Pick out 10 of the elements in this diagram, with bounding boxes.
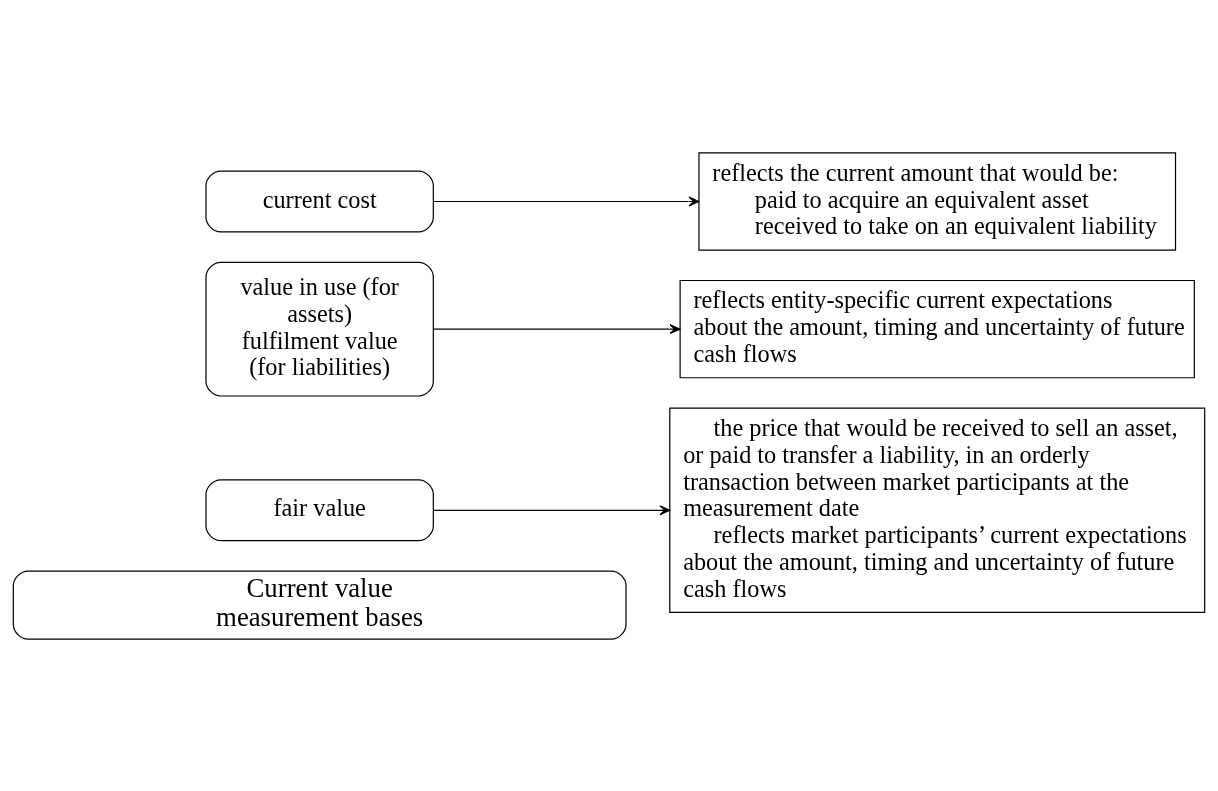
node-box: fair value (205, 478, 434, 541)
arrow (432, 196, 700, 206)
arrow (432, 504, 671, 515)
node-box: Current value measurement bases (12, 569, 627, 640)
node-box: value in use (for assets) fulfilment value (for liabilities) (205, 261, 434, 397)
node-box: current cost (205, 170, 434, 232)
node-box: reflects the current amount that would be: paid to acquire an equivalent asset received to take on an equivalent liability (698, 151, 1177, 251)
node-box: reflects entity-specific current expectations about the amount, timing and uncertainty of future cash flows (679, 279, 1195, 378)
node-box: the price that would be received to sell an asset, or paid to transfer a liability, in an orderly transaction between market participants at the measurement date reflects market participants’ current expectations about the amount, timing and uncertainty of future cash flows (669, 407, 1206, 613)
arrow (432, 323, 681, 334)
